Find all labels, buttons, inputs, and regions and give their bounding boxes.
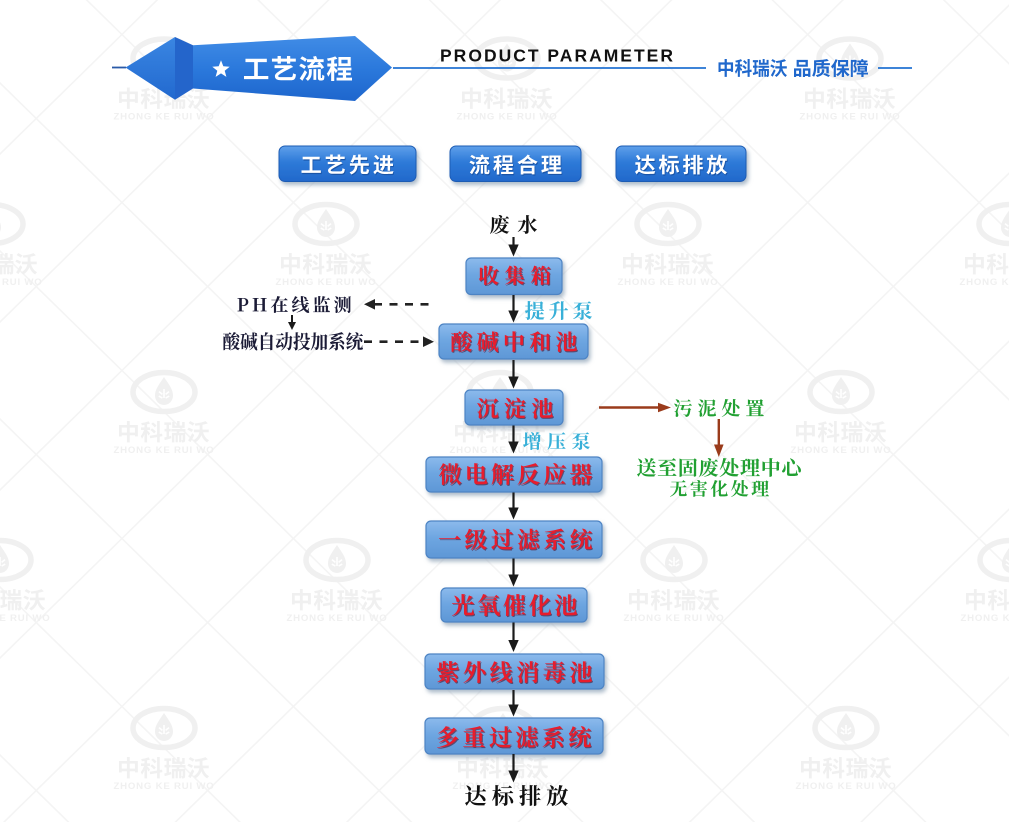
svg-text:ZHONG KE RUI WO: ZHONG KE RUI WO xyxy=(275,277,376,288)
svg-text:ZHONG KE RUI WO: ZHONG KE RUI WO xyxy=(799,112,900,123)
svg-text:ZHONG KE RUI WO: ZHONG KE RUI WO xyxy=(113,781,214,792)
svg-text:ZHONG KE RUI WO: ZHONG KE RUI WO xyxy=(0,613,51,624)
svg-text:ZHONG KE RUI WO: ZHONG KE RUI WO xyxy=(960,613,1009,624)
svg-text:ZHONG KE RUI WO: ZHONG KE RUI WO xyxy=(456,112,557,123)
svg-text:ZHONG KE RUI WO: ZHONG KE RUI WO xyxy=(113,112,214,123)
svg-text:PRODUCT PARAMETER: PRODUCT PARAMETER xyxy=(440,46,673,66)
svg-text:ZHONG KE RUI WO: ZHONG KE RUI WO xyxy=(452,781,553,792)
svg-text:ZHONG KE RUI WO: ZHONG KE RUI WO xyxy=(113,445,214,456)
svg-text:ZHONG KE RUI WO: ZHONG KE RUI WO xyxy=(623,613,724,624)
svg-text:ZHONG KE RUI WO: ZHONG KE RUI WO xyxy=(617,277,718,288)
svg-text:ZHONG KE RUI WO: ZHONG KE RUI WO xyxy=(959,277,1009,288)
svg-text:ZHONG KE RUI WO: ZHONG KE RUI WO xyxy=(790,445,891,456)
svg-text:ZHONG KE RUI WO: ZHONG KE RUI WO xyxy=(0,277,43,288)
svg-text:ZHONG KE RUI WO: ZHONG KE RUI WO xyxy=(286,613,387,624)
svg-text:ZHONG KE RUI WO: ZHONG KE RUI WO xyxy=(449,445,550,456)
svg-text:ZHONG KE RUI WO: ZHONG KE RUI WO xyxy=(795,781,896,792)
